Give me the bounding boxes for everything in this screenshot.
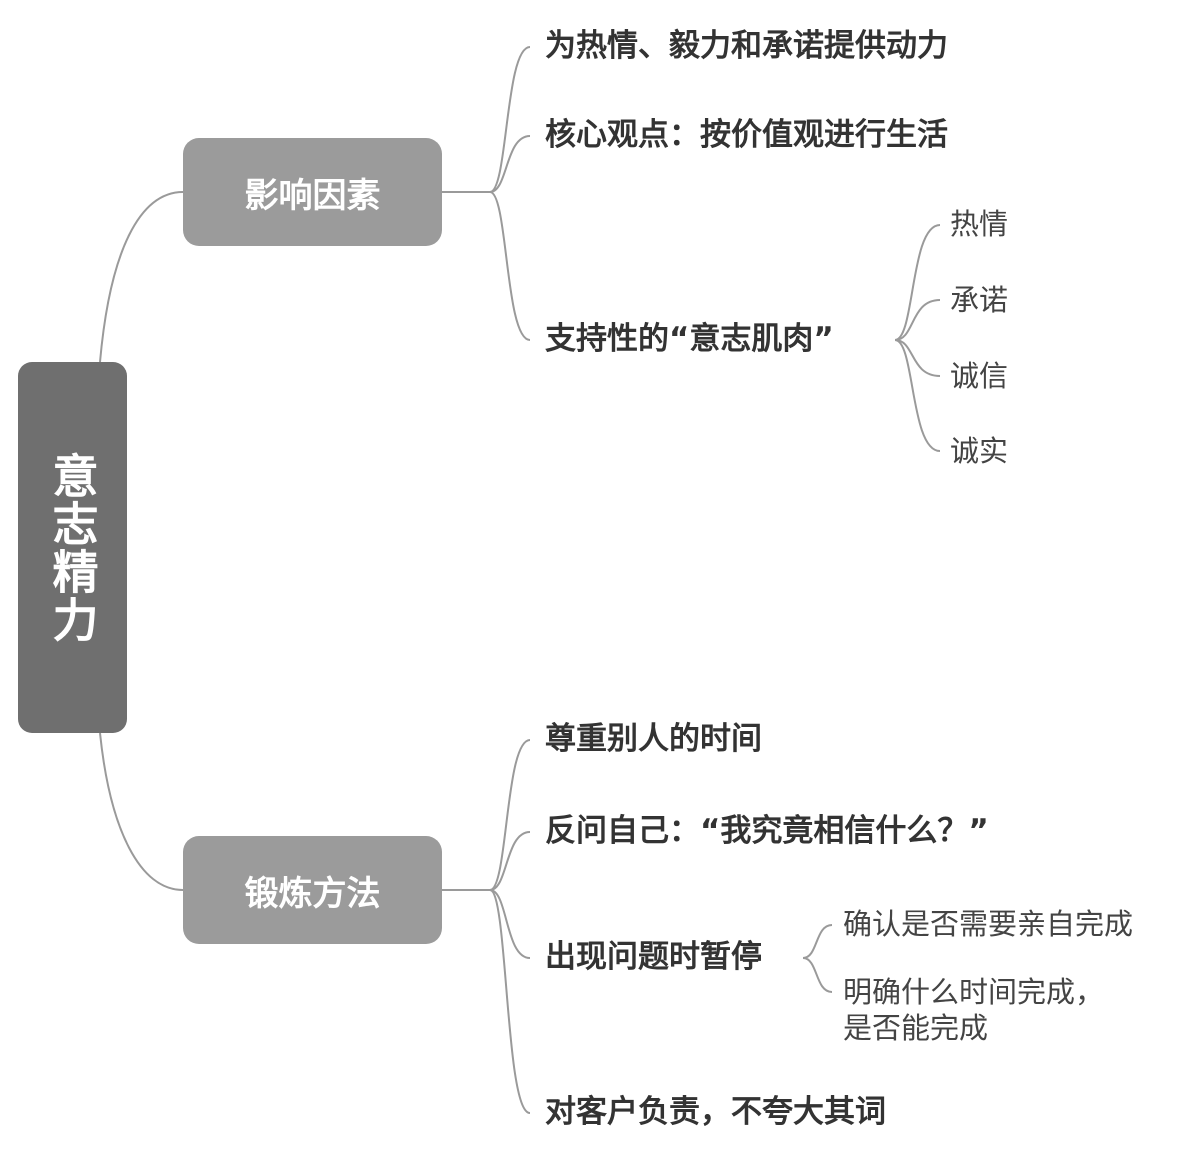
sub-leaf-node[interactable]: 承诺 xyxy=(950,283,1009,317)
connector-s-2 xyxy=(894,299,941,341)
connector-b2-leaf3 xyxy=(489,889,531,959)
leaf-node[interactable]: 出现问题时暂停 xyxy=(545,939,762,975)
connector-root-branch2 xyxy=(99,732,184,891)
sub-leaf-node[interactable]: 明确什么时间完成， 是否能完成 xyxy=(843,974,1104,1047)
sub-leaf-node[interactable]: 确认是否需要亲自完成 xyxy=(843,907,1134,941)
connector-b1-leaf3 xyxy=(489,191,531,341)
connector-root-branch1 xyxy=(99,191,184,363)
connector-p-2 xyxy=(802,957,833,993)
sub-leaf-node[interactable]: 诚实 xyxy=(950,434,1009,468)
sub-leaf-line: 明确什么时间完成， xyxy=(843,975,1105,1009)
leaf-node[interactable]: 对客户负责，不夸大其词 xyxy=(545,1094,886,1130)
branch-node-factors[interactable]: 影响因素 xyxy=(183,138,442,246)
connector-b2-leaf4 xyxy=(489,889,531,1114)
connector-p-1 xyxy=(802,924,833,959)
connector-s-3 xyxy=(894,339,941,377)
connector-b2-leaf1 xyxy=(442,739,531,891)
root-node[interactable]: 意志精力 xyxy=(18,362,127,733)
leaf-node[interactable]: 为热情、毅力和承诺提供动力 xyxy=(545,28,948,64)
connector-b1-leaf1 xyxy=(442,46,531,193)
connector-s-4 xyxy=(894,339,941,452)
sub-leaf-line: 是否能完成 xyxy=(843,1011,989,1046)
connector-s-1 xyxy=(894,224,941,341)
leaf-node[interactable]: 尊重别人的时间 xyxy=(545,721,762,757)
leaf-node[interactable]: 反问自己：“我究竟相信什么？” xyxy=(545,813,989,849)
connector-b2-leaf2 xyxy=(489,831,531,891)
leaf-node[interactable]: 核心观点：按价值观进行生活 xyxy=(545,117,948,153)
sub-leaf-node[interactable]: 诚信 xyxy=(950,359,1009,393)
connector-b1-leaf2 xyxy=(489,135,531,193)
leaf-node[interactable]: 支持性的“意志肌肉” xyxy=(545,321,834,357)
branch-node-methods[interactable]: 锻炼方法 xyxy=(183,836,442,944)
sub-leaf-node[interactable]: 热情 xyxy=(950,207,1009,241)
